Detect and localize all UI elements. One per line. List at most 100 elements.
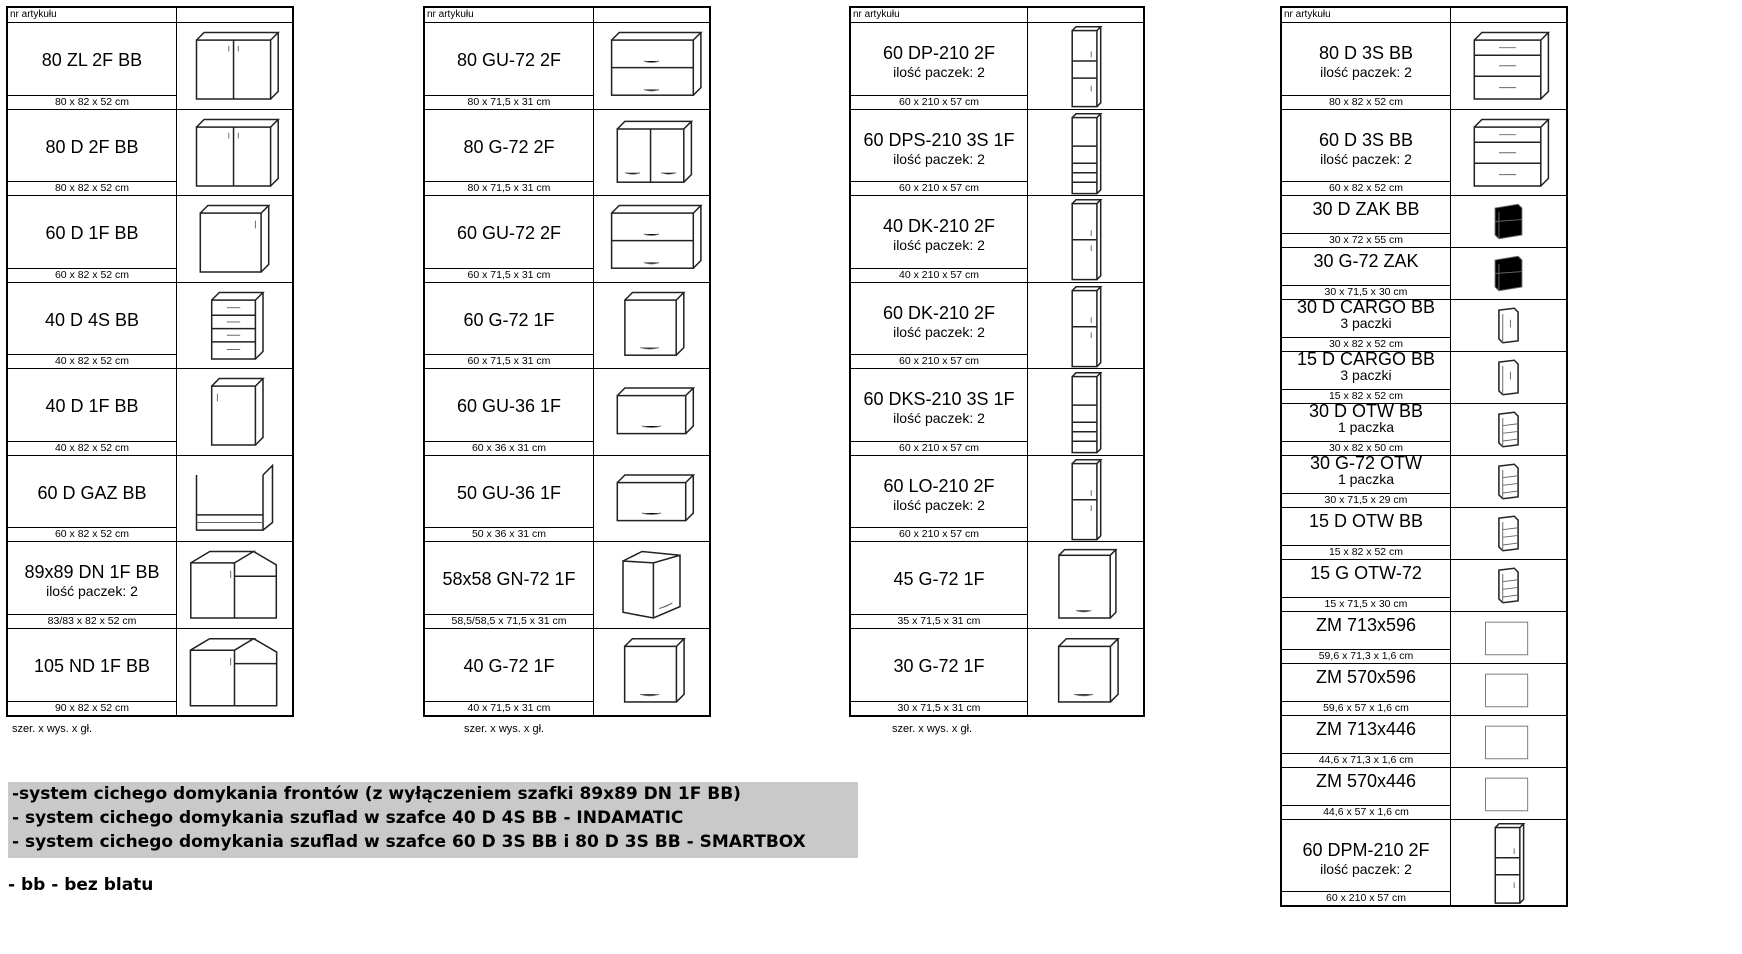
dimensions-label: 30 x 71,5 x 31 cm [851,701,1027,715]
tall-2door-icon [1028,196,1143,282]
package-count: 1 paczka [1337,419,1395,435]
base-2door-icon [177,23,292,109]
oven-base-icon [177,456,292,542]
panel-icon [1451,612,1566,663]
table-row: ZM 713x596 59,6 x 71,3 x 1,6 cm [1282,612,1566,664]
package-count: ilość paczek: 2 [1320,150,1412,167]
article-name: 30 G-72 1F [893,655,985,676]
article-name: 80 D 3S BB [1318,43,1414,63]
dimensions-label: 35 x 71,5 x 31 cm [851,613,1027,628]
article-cell: 40 D 4S BB 40 x 82 x 52 cm [8,282,177,368]
note-line: - system cichego domykania szuflad w sza… [12,832,806,852]
dimensions-label: 40 x 82 x 52 cm [8,440,176,455]
dimensions-label: 60 x 210 x 57 cm [851,181,1027,195]
article-name: 80 D 2F BB [45,136,139,157]
article-name: 30 G-72 ZAK [1313,251,1419,271]
article-name: 80 G-72 2F [463,136,555,157]
article-name: 40 D 1F BB [45,396,139,416]
table-header: nr artykułu [851,8,1143,23]
package-count: ilość paczek: 2 [46,583,138,599]
article-name: ZM 570x596 [1315,667,1417,687]
dimensions-label: 58,5/58,5 x 71,5 x 31 cm [425,613,593,628]
dimensions-label: 60 x 71,5 x 31 cm [425,354,593,368]
tall-oven-icon [1028,23,1143,109]
dimensions-label: 59,6 x 71,3 x 1,6 cm [1282,649,1450,663]
table-row: 30 G-72 1F 30 x 71,5 x 31 cm [851,628,1143,715]
article-cell: 30 G-72 ZAK 30 x 71,5 x 30 cm [1282,248,1451,299]
article-name: 60 G-72 1F [463,309,555,330]
dimensions-label: 30 x 71,5 x 30 cm [1282,285,1450,299]
base-2door-icon [177,110,292,196]
panel-icon [1451,664,1566,715]
article-cell: 45 G-72 1F 35 x 71,5 x 31 cm [851,542,1028,628]
dimensions-label: 44,6 x 71,3 x 1,6 cm [1282,753,1450,767]
article-name: 60 LO-210 2F [883,475,995,496]
table-row: 80 D 2F BB 80 x 82 x 52 cm [8,109,292,196]
article-name: 80 GU-72 2F [456,50,562,70]
article-cell: 60 G-72 1F 60 x 71,5 x 31 cm [425,282,594,368]
tall-2door-icon [1028,456,1143,542]
wall-flap-2-icon [594,23,709,109]
wall-flap-2-icon [594,196,709,282]
article-name: 30 D OTW BB [1308,401,1424,421]
wall-flap-1-icon [594,369,709,455]
dimensions-label: 80 x 82 x 52 cm [8,181,176,195]
article-cell: 80 D 2F BB 80 x 82 x 52 cm [8,109,177,195]
header-article-number: nr artykułu [1282,8,1451,22]
wall-corner-icon [594,542,709,628]
dimensions-label: 40 x 82 x 52 cm [8,354,176,368]
dimensions-label: 30 x 72 x 55 cm [1282,233,1450,247]
article-name: 40 D 4S BB [44,309,140,330]
tall-oven-icon [1451,820,1566,905]
tall-oven-drawers-icon [1028,369,1143,455]
table-header: nr artykułu [1282,8,1566,23]
dimensions-label: 15 x 71,5 x 30 cm [1282,597,1450,611]
article-name: 60 GU-36 1F [456,396,562,416]
dimensions-label: 60 x 82 x 52 cm [8,527,176,541]
article-name: ZM 570x446 [1315,771,1417,791]
open-shelf-icon [1451,456,1566,507]
dimensions-label: 60 x 210 x 57 cm [851,94,1027,109]
article-name: ZM 713x596 [1315,615,1417,635]
package-count: ilość paczek: 2 [893,150,985,167]
article-name: 45 G-72 1F [893,569,985,589]
article-name: 15 D CARGO BB [1296,349,1436,369]
table-row: 40 D 4S BB 40 x 82 x 52 cm [8,282,292,369]
package-count: ilość paczek: 2 [893,323,985,340]
drawers-3-icon [1451,23,1566,109]
dimensions-label: 50 x 36 x 31 cm [425,527,593,541]
package-count: ilość paczek: 2 [893,64,985,80]
